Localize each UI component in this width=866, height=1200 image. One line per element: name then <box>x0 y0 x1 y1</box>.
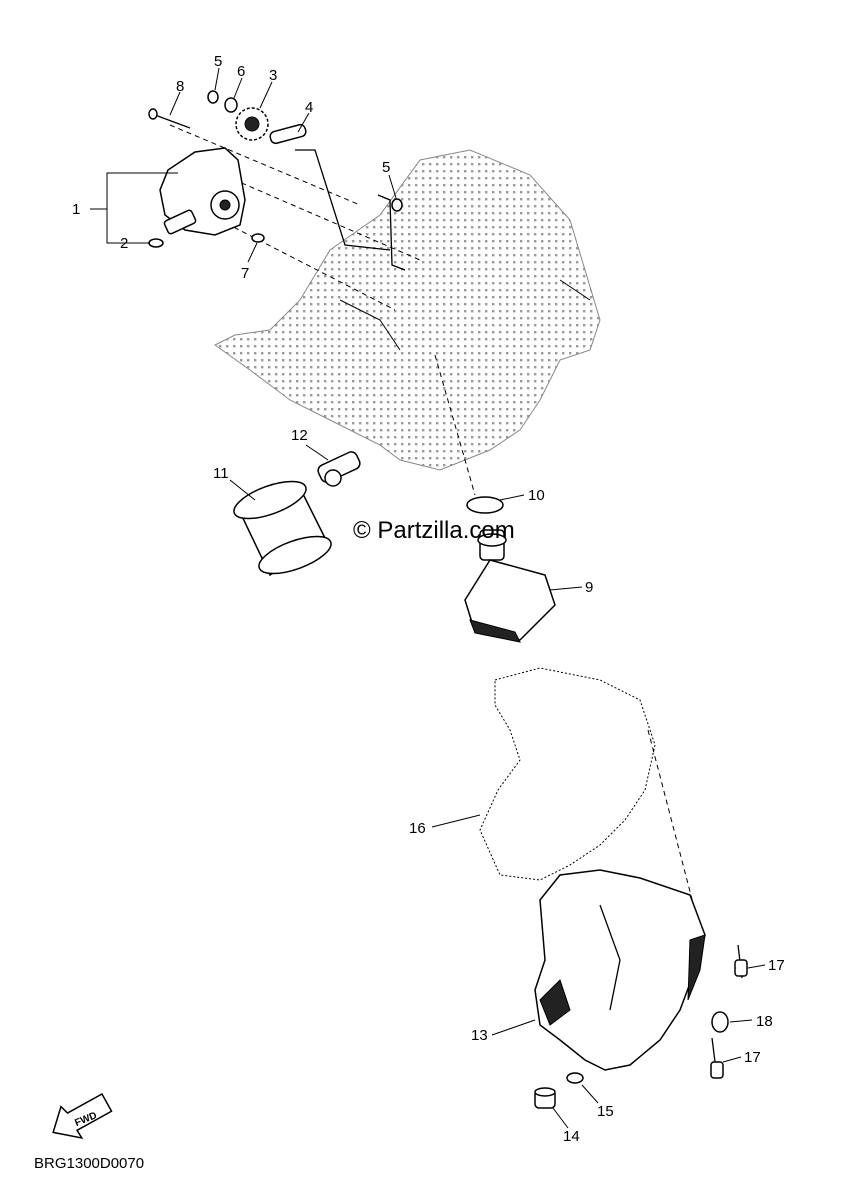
fwd-arrow-icon: FWD <box>52 1092 113 1139</box>
callout-5a: 5 <box>214 53 222 70</box>
bolt-17a <box>734 944 748 979</box>
oil-strainer <box>464 529 556 643</box>
partzilla-watermark: © Partzilla.com <box>353 517 515 544</box>
callout-labels: 1 2 3 4 5 5 6 7 8 9 10 11 12 13 14 15 16… <box>72 53 785 1145</box>
callout-10: 10 <box>528 487 545 504</box>
callout-5b: 5 <box>382 159 390 176</box>
oil-pan <box>534 869 706 1071</box>
o-ring-10 <box>466 496 504 514</box>
diagram-code: BRG1300D0070 <box>34 1155 144 1172</box>
callout-17a: 17 <box>768 957 785 974</box>
callout-2: 2 <box>120 235 128 252</box>
callout-8: 8 <box>176 78 184 95</box>
pump-drive-gear <box>235 107 269 141</box>
callout-18: 18 <box>756 1013 773 1030</box>
bolt-8 <box>148 108 191 129</box>
callout-12: 12 <box>291 427 308 444</box>
leader-lines <box>90 67 766 1129</box>
union-bolt-12 <box>317 451 361 487</box>
dowel-pin-5a <box>207 90 219 104</box>
drain-bolt-14 <box>534 1087 556 1109</box>
callout-4: 4 <box>305 99 313 116</box>
callout-16: 16 <box>409 820 426 837</box>
callout-11: 11 <box>213 465 229 482</box>
collar-18 <box>711 1011 729 1033</box>
oil-pump-assembly <box>159 147 246 236</box>
callout-6: 6 <box>237 63 245 80</box>
washer-15 <box>566 1072 584 1084</box>
dowel-pin-5b <box>391 198 403 212</box>
oil-filter <box>233 480 332 577</box>
callout-1: 1 <box>72 201 80 218</box>
circlip-6 <box>224 97 238 113</box>
pump-shaft <box>269 123 307 145</box>
oil-pan-gasket <box>479 667 656 881</box>
o-ring-2 <box>148 238 164 248</box>
callout-17b: 17 <box>744 1049 761 1066</box>
callout-7: 7 <box>241 265 249 282</box>
callout-9: 9 <box>585 579 593 596</box>
crankcase-background <box>214 149 601 471</box>
callout-13: 13 <box>471 1027 488 1044</box>
o-ring-7 <box>251 233 265 243</box>
callout-14: 14 <box>563 1128 580 1145</box>
callout-15: 15 <box>597 1103 614 1120</box>
callout-3: 3 <box>269 67 277 84</box>
bolt-17b <box>710 1037 724 1079</box>
